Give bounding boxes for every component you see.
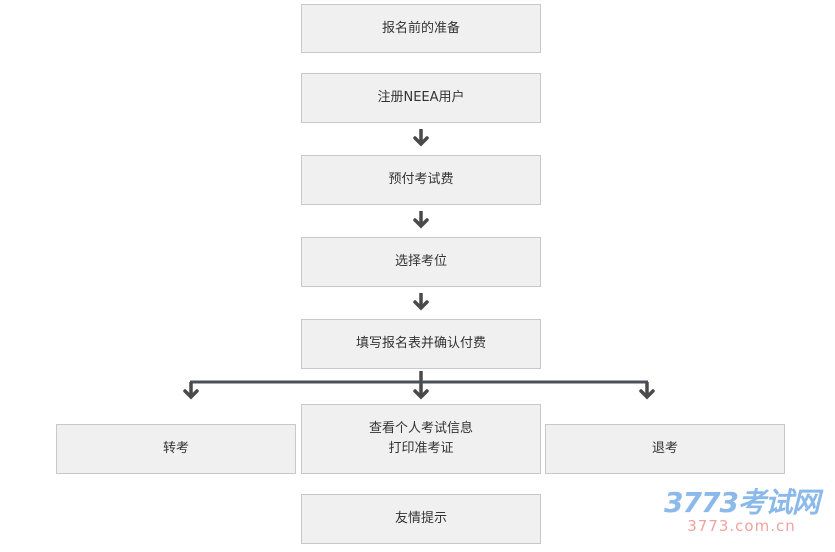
step-prepay[interactable]: 预付考试费 <box>301 155 541 205</box>
arrow-down-icon <box>413 129 429 146</box>
watermark-url: 3773.com.cn <box>687 517 796 535</box>
step-tips[interactable]: 友情提示 <box>301 494 541 544</box>
step-label: 选择考位 <box>394 254 447 269</box>
step-label: 退考 <box>651 441 678 456</box>
arrow-down-icon <box>413 293 429 310</box>
step-prepare[interactable]: 报名前的准备 <box>301 4 541 53</box>
arrow-down-icon <box>413 211 429 228</box>
step-transfer[interactable]: 转考 <box>56 424 296 474</box>
step-fill-form[interactable]: 填写报名表并确认付费 <box>301 319 541 369</box>
step-label: 注册NEEA用户 <box>377 90 465 105</box>
step-label: 填写报名表并确认付费 <box>355 336 486 351</box>
watermark-logo: 3773考试网 3773.com.cn <box>664 486 820 535</box>
step-label: 预付考试费 <box>388 172 454 187</box>
step-withdraw[interactable]: 退考 <box>545 424 785 474</box>
branch-connector <box>183 371 655 399</box>
step-view-info[interactable]: 查看个人考试信息打印准考证 <box>301 404 541 474</box>
step-label: 打印准考证 <box>388 441 454 456</box>
step-register[interactable]: 注册NEEA用户 <box>301 73 541 123</box>
step-label: 报名前的准备 <box>381 20 460 36</box>
step-select-seat[interactable]: 选择考位 <box>301 237 541 287</box>
watermark-logo-text: 3773考试网 <box>664 486 820 519</box>
step-label: 查看个人考试信息 <box>368 421 473 436</box>
step-label: 转考 <box>162 441 189 456</box>
step-label: 友情提示 <box>394 511 447 526</box>
